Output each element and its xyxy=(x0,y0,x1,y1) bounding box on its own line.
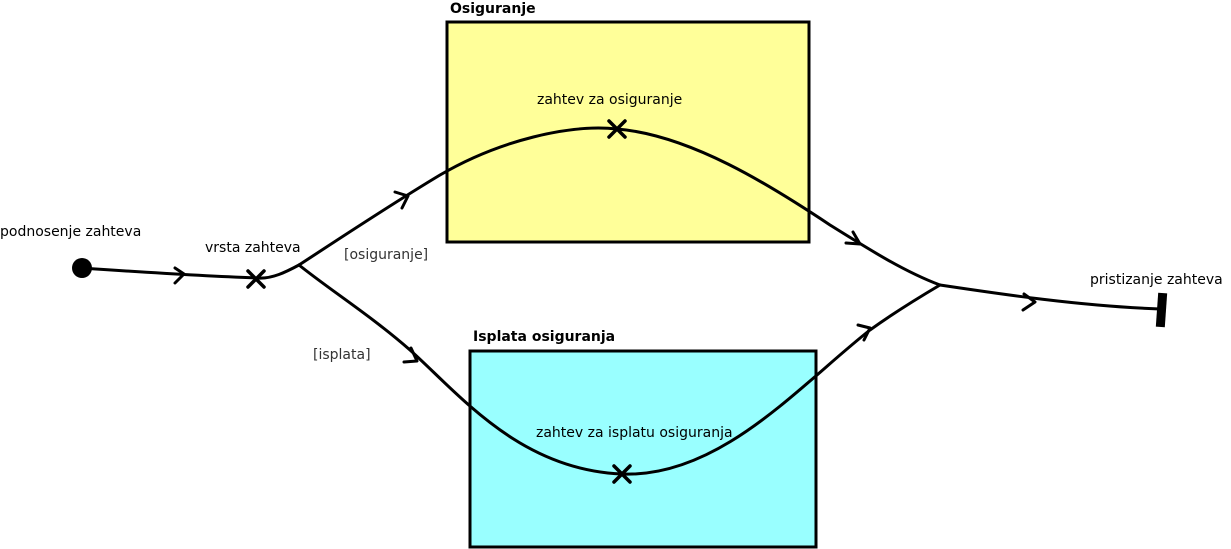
end-label: pristizanje zahteva xyxy=(1090,272,1223,288)
insurance-cross-b xyxy=(607,119,627,139)
guard-insurance: [osiguranje] xyxy=(344,247,428,263)
insurance-request-label: zahtev za osiguranje xyxy=(537,92,682,108)
lane-isplata-box xyxy=(468,349,818,549)
start-node: podnosenje zahteva xyxy=(0,224,141,278)
arrow-head-insurance-out xyxy=(844,230,862,246)
arrow-head-payout-in xyxy=(402,346,419,364)
lane-osiguranje-box xyxy=(445,20,811,244)
start-label: podnosenje zahteva xyxy=(0,224,141,240)
flow-merge-to-end xyxy=(938,283,1162,311)
end-node: pristizanje zahteva xyxy=(1090,272,1223,328)
payout-request-node: zahtev za isplatu osiguranja xyxy=(536,425,733,484)
lane-osiguranje-title: Osiguranje xyxy=(450,1,536,17)
arrow-head-start xyxy=(173,266,186,285)
payout-request-label: zahtev za isplatu osiguranja xyxy=(536,425,733,441)
arrow-heads xyxy=(173,190,1037,364)
flow-start-to-decision xyxy=(80,263,301,280)
decision-label: vrsta zahteva xyxy=(205,240,301,256)
guard-payout: [isplata] xyxy=(313,347,371,363)
payout-cross-b xyxy=(612,464,632,484)
lane-isplata-title: Isplata osiguranja xyxy=(473,329,615,345)
arrow-head-end xyxy=(1021,292,1037,312)
end-bar xyxy=(1155,292,1168,328)
insurance-request-node: zahtev za osiguranje xyxy=(537,92,682,139)
lane-osiguranje: Osiguranje xyxy=(445,1,811,244)
start-dot xyxy=(72,258,92,278)
arrow-head-insurance-in xyxy=(393,190,410,210)
decision-node: vrsta zahteva xyxy=(205,240,301,289)
decision-cross-b xyxy=(246,269,266,289)
arrow-head-payout-out xyxy=(856,323,872,342)
